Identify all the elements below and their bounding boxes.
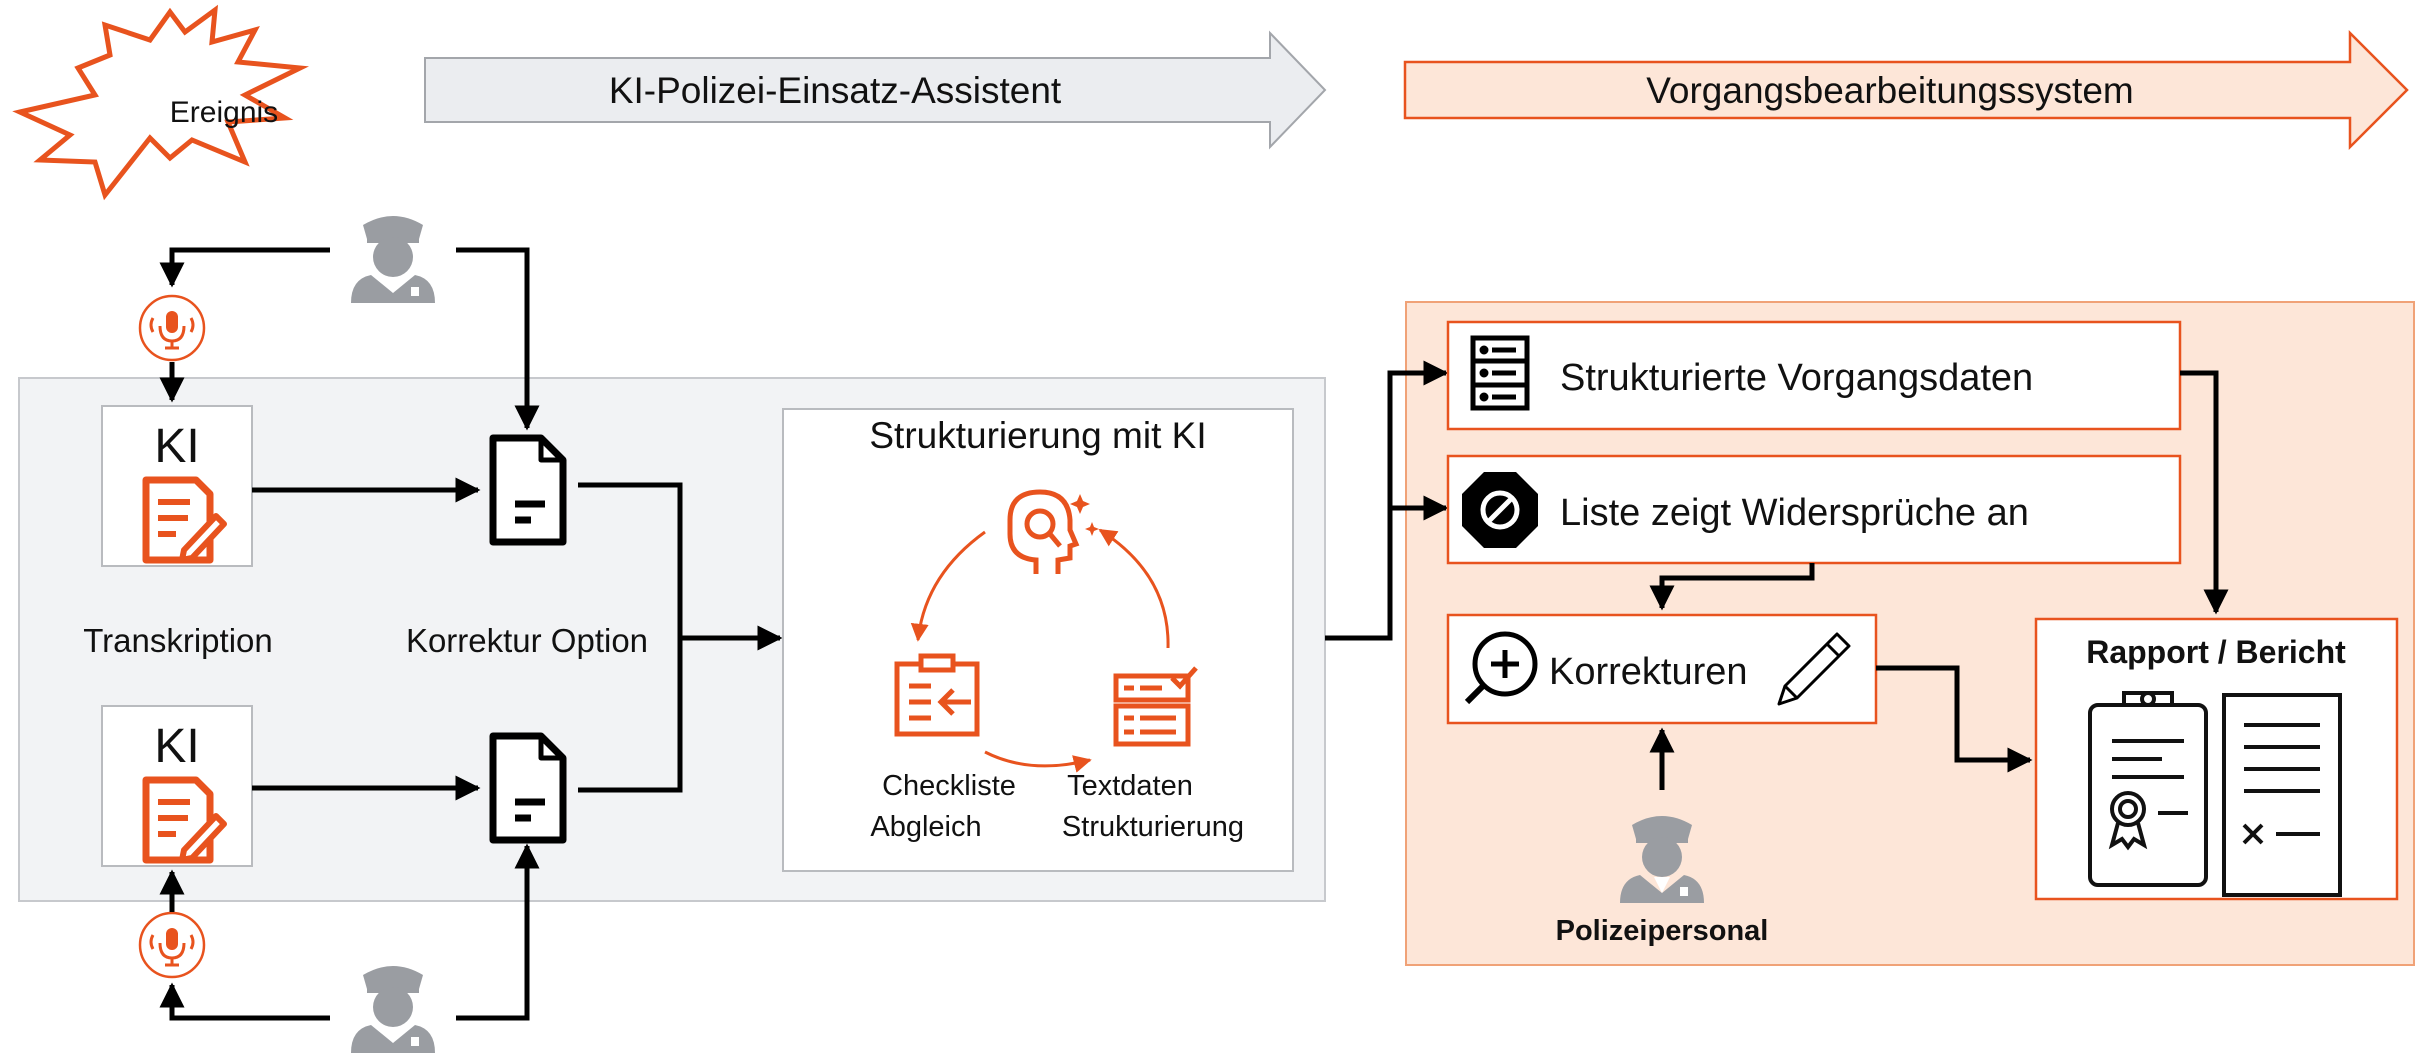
clipboard-certificate-icon <box>2088 691 2208 887</box>
officer-icon <box>351 966 435 1053</box>
structured-data-label: Strukturierte Vorgangsdaten <box>1560 357 2033 399</box>
staff-label: Polizeipersonal <box>1556 915 1769 947</box>
corrections-label: Korrekturen <box>1549 651 1748 693</box>
corrections-box <box>1446 613 1878 725</box>
cycle-arrows <box>910 528 1170 773</box>
connector-lines-left <box>159 247 783 1021</box>
textdata-label-line1: Textdaten <box>1067 770 1193 802</box>
document-icon <box>493 438 563 542</box>
connector-lines-right <box>1649 370 2229 790</box>
ai-head-icon <box>1007 489 1099 574</box>
microphone-icon <box>138 294 206 362</box>
system-phase-label: Vorgangsbearbeitungssystem <box>1646 70 2133 111</box>
checklist-label-line2: Abgleich <box>870 811 981 843</box>
microphone-icon <box>138 911 206 979</box>
prohibited-icon <box>1462 472 1538 548</box>
form-check-icon <box>1113 666 1198 747</box>
correction-option-label: Korrektur Option <box>406 622 648 659</box>
structured-data-box <box>1446 320 2182 431</box>
checklist-label-line1: Checkliste <box>882 770 1016 802</box>
structuring-box <box>782 408 1294 872</box>
explosion-icon <box>12 4 310 201</box>
contradictions-label: Liste zeigt Widersprüche an <box>1560 492 2029 534</box>
event-label: Ereignis <box>170 96 278 129</box>
report-title: Rapport / Bericht <box>2086 634 2346 670</box>
report-box <box>2034 617 2399 901</box>
officer-icon <box>351 216 435 303</box>
contradictions-box <box>1446 454 2182 565</box>
ki-label-top: KI <box>154 420 199 473</box>
report-icon <box>2222 693 2342 897</box>
server-list-icon <box>1470 335 1530 411</box>
assistant-phase-arrow <box>424 30 1327 150</box>
document-icon <box>493 736 563 840</box>
pencil-icon <box>1777 632 1851 706</box>
assistant-phase-label: KI-Polizei-Einsatz-Assistent <box>609 70 1062 111</box>
ki-box-top <box>101 405 253 567</box>
zoom-in-icon <box>1464 631 1538 705</box>
checklist-icon <box>894 653 980 737</box>
system-phase-arrow <box>1403 29 2409 151</box>
textdata-label-line2: Strukturierung <box>1062 811 1244 843</box>
connector-lines-middle <box>1325 360 1449 641</box>
ki-label-bottom: KI <box>154 720 199 773</box>
transcription-label: Transkription <box>83 622 273 659</box>
structuring-title: Strukturierung mit KI <box>869 415 1206 456</box>
